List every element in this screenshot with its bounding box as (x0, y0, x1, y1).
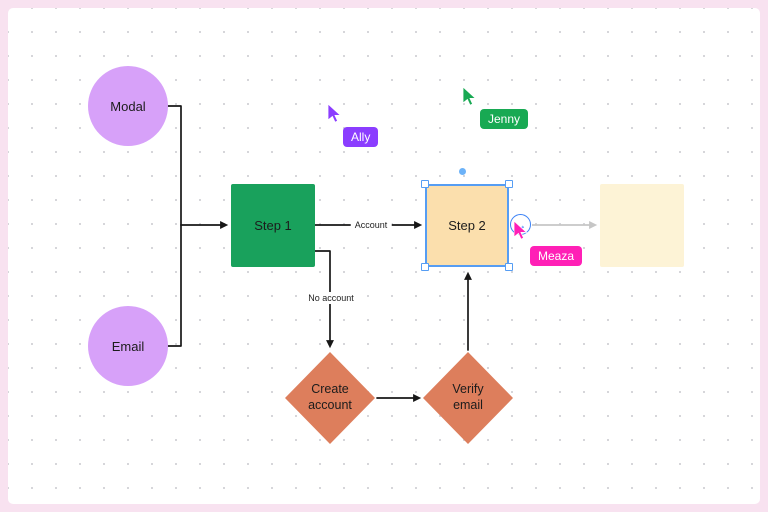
meaza-cursor-icon (514, 221, 528, 240)
selection-handle-bottom-left[interactable] (421, 263, 429, 271)
node-label: Step 2 (448, 218, 486, 233)
node-label: Create account (308, 382, 352, 412)
edge-label-no-account[interactable]: No account (304, 292, 358, 304)
node-step2-selected[interactable]: Step 2 (425, 184, 509, 267)
selection-handle-bottom-right[interactable] (505, 263, 513, 271)
node-label: Verify email (452, 382, 484, 412)
node-label: Step 1 (254, 218, 292, 233)
cursor-label-meaza: Meaza (530, 246, 583, 266)
cursor-pointer-shape (514, 221, 528, 240)
node-label: Modal (110, 98, 146, 114)
selection-handle-top-right[interactable] (505, 180, 513, 188)
node-label: Email (111, 338, 145, 354)
cursor-pointer-shape (328, 104, 342, 123)
node-new-shape-preview[interactable] (600, 184, 684, 267)
cursor-label-jenny: Jenny (480, 109, 529, 129)
node-step1[interactable]: Step 1 (231, 184, 315, 267)
selection-handle-top-left[interactable] (421, 180, 429, 188)
node-modal[interactable]: Modal (88, 66, 168, 146)
edge-label-account[interactable]: Account (350, 219, 392, 231)
cursor-label-ally: Ally (343, 127, 379, 147)
jenny-cursor-icon (463, 87, 477, 106)
ally-cursor-icon (328, 104, 342, 123)
node-email[interactable]: Email (88, 306, 168, 386)
connector-endpoint-dot (459, 168, 466, 175)
cursor-pointer-shape (463, 87, 477, 106)
